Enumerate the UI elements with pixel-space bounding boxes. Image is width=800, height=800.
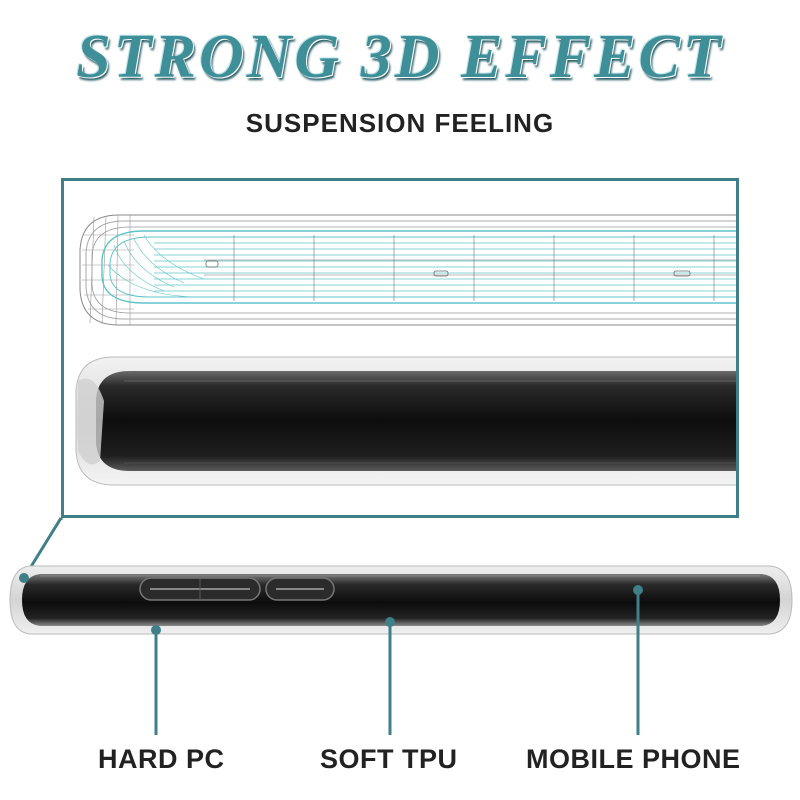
page-title: STRONG 3D EFFECT — [76, 23, 724, 91]
page-subtitle: SUSPENSION FEELING — [245, 108, 555, 138]
zoom-detail-frame — [61, 178, 739, 518]
hard-pc-label: HARD PC — [98, 744, 225, 774]
case-closeup-photo — [75, 356, 736, 486]
mobile-phone-label: MOBILE PHONE — [526, 744, 741, 774]
wireframe-illustration — [79, 214, 736, 326]
zoom-origin-dot — [19, 573, 29, 583]
phone-side-view — [9, 565, 793, 635]
soft-tpu-label: SOFT TPU — [320, 744, 458, 774]
